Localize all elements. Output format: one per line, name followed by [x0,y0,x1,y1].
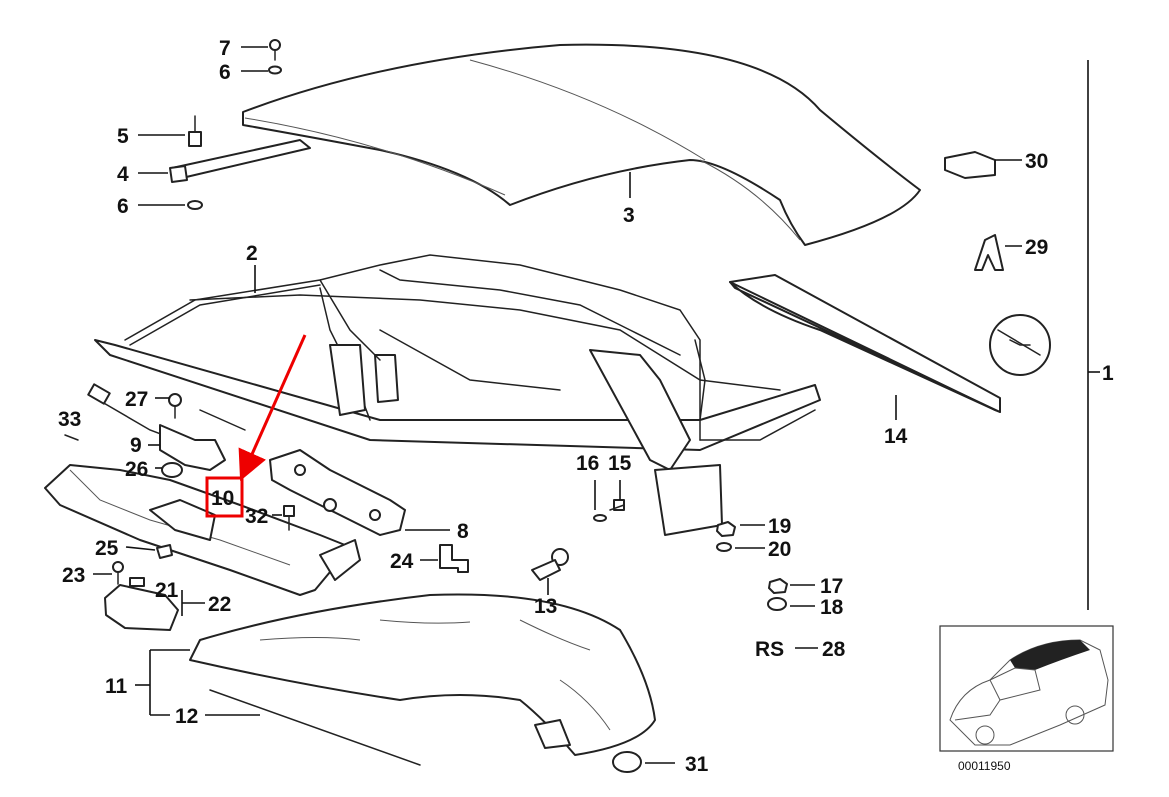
callout-24: 24 [390,550,414,573]
callout-29: 29 [1025,236,1048,259]
clip-part[interactable] [944,151,996,179]
callout-14: 14 [884,425,908,448]
callout-6: 6 [219,61,231,84]
highlight-box [205,476,244,518]
washer-part[interactable] [187,200,203,210]
callout-4: 4 [117,163,129,186]
callout-labels: 7 6 5 4 6 3 2 30 29 1 14 33 27 9 26 10 3… [58,37,1114,776]
callout-26: 26 [125,458,148,481]
callout-9: 9 [130,434,142,457]
callout-12: 12 [175,705,198,728]
top-frame-part[interactable] [94,254,821,536]
soft-top-cover-part[interactable] [242,43,921,246]
bolt-part[interactable] [531,548,569,581]
callout-33: 33 [58,408,81,431]
callout-1: 1 [1102,362,1114,385]
callout-17: 17 [820,575,843,598]
callout-3: 3 [623,204,635,227]
bolt-part[interactable] [188,115,202,147]
callout-8: 8 [457,520,469,543]
callout-20: 20 [768,538,791,561]
callout-25: 25 [95,537,119,560]
leader-lines [93,46,1100,764]
highlight-arrow [238,334,307,481]
callout-23: 23 [62,564,85,587]
callout-30: 30 [1025,150,1048,173]
bolt-part[interactable] [593,499,625,522]
pin-part[interactable] [64,434,79,441]
bracket-part[interactable] [439,544,469,573]
actuator-motor-part[interactable] [87,383,246,471]
callout-32: 32 [245,505,268,528]
callout-15: 15 [608,452,632,475]
callout-28: 28 [822,638,846,661]
callout-18: 18 [820,596,844,619]
callout-5: 5 [117,125,129,148]
callout-27: 27 [125,388,148,411]
grommet-part[interactable] [161,462,183,478]
nut-part[interactable] [767,578,788,611]
callout-7: 7 [219,37,231,60]
washer-part[interactable] [268,65,282,75]
handle-plate-part[interactable] [104,577,179,631]
callout-16: 16 [576,452,599,475]
bump-stop-part[interactable] [612,751,642,773]
callout-13: 13 [534,595,557,618]
clip-part[interactable] [156,544,173,559]
screw-part[interactable] [112,561,124,585]
highlight-annotation [205,334,307,518]
screw-part[interactable] [283,505,295,531]
rear-window-part[interactable] [729,274,1001,413]
callout-21: 21 [155,579,179,602]
callout-6: 6 [117,195,129,218]
latch-mechanism-part[interactable] [269,449,406,536]
diagram-code: 00011950 [958,759,1011,773]
wedge-clip-part[interactable] [974,234,1004,271]
trim-panel-part[interactable] [44,464,361,596]
callout-11: 11 [105,675,128,698]
detail-circle [989,314,1051,376]
seal-strip-part[interactable] [209,689,421,766]
car-thumbnail: 00011950 [939,625,1114,773]
callout-19: 19 [768,515,791,538]
callout-2: 2 [246,242,258,265]
callout-10: 10 [211,487,234,510]
screw-part[interactable] [269,39,281,61]
screw-part[interactable] [168,393,182,419]
callout-31: 31 [685,753,709,776]
callout-22: 22 [208,593,231,616]
callout-rs: RS [755,638,784,661]
tonneau-cover-part[interactable] [189,593,656,756]
tension-strip-part[interactable] [169,139,311,183]
nut-part[interactable] [716,521,736,552]
